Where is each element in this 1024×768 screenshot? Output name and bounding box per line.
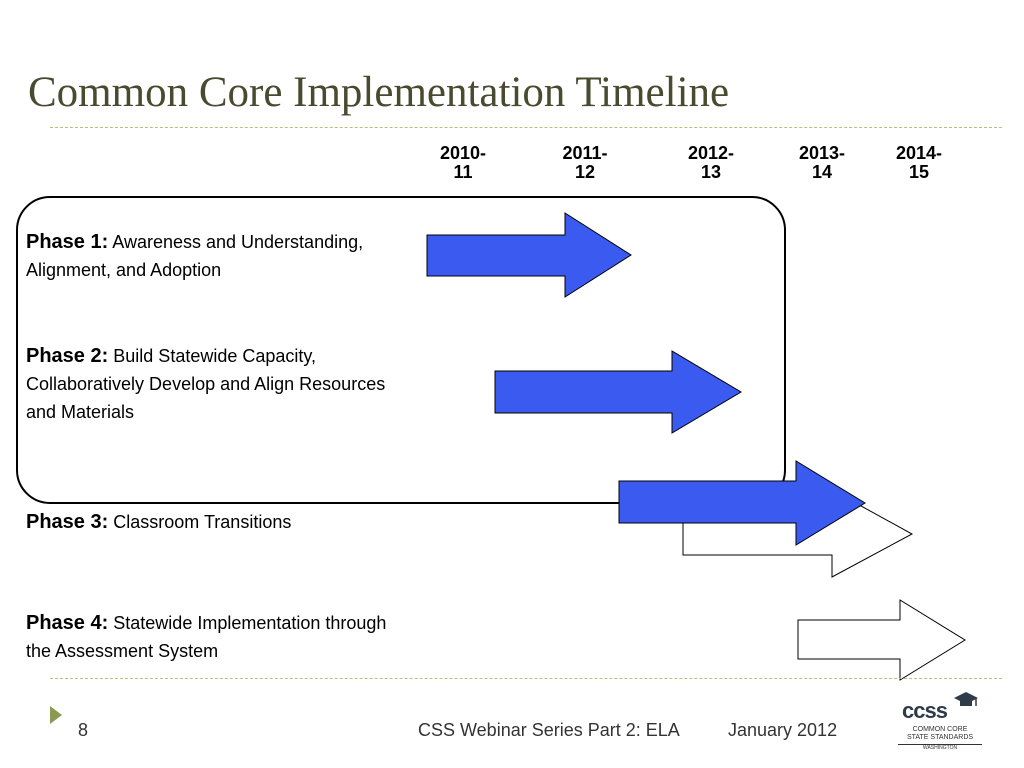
slide-number: 8	[78, 720, 89, 740]
year-line1: 2010-	[439, 143, 487, 163]
phase-4-description: Statewide Implementation through the Ass…	[26, 613, 387, 661]
phase-4-outline-arrow	[797, 599, 966, 681]
phase-3-text: Phase 3: Classroom Transitions	[26, 508, 416, 536]
phase-2-arrow	[494, 350, 742, 434]
phase-2-text: Phase 2: Build Statewide Capacity, Colla…	[26, 342, 416, 426]
year-2011-12: 2011- 12	[545, 144, 625, 182]
year-2012-13: 2012- 13	[671, 144, 751, 182]
logo-line3: WASHINGTON	[898, 744, 982, 751]
year-line2: 14	[811, 162, 833, 182]
year-2010-11: 2010- 11	[423, 144, 503, 182]
year-2013-14: 2013- 14	[782, 144, 862, 182]
phase-3-arrow	[618, 460, 866, 546]
year-line2: 12	[574, 162, 596, 182]
year-line2: 11	[453, 162, 473, 182]
year-line1: 2014-	[895, 143, 943, 163]
slide-bullet-icon	[50, 706, 62, 724]
slide-title: Common Core Implementation Timeline	[28, 69, 730, 116]
footer-series: CSS Webinar Series Part 2: ELA	[418, 720, 680, 740]
phase-1-label: Phase 1:	[26, 231, 109, 253]
logo-line1: COMMON CORE	[912, 726, 968, 733]
logo-subtitle: COMMON CORE STATE STANDARDS	[898, 726, 982, 742]
logo-word: ccss	[902, 698, 948, 723]
phase-2-description: Build Statewide Capacity, Collaborativel…	[26, 346, 386, 422]
phase-3-description: Classroom Transitions	[113, 512, 292, 532]
phase-1-arrow	[426, 212, 632, 298]
footer-divider	[50, 678, 1002, 679]
phase-4-label: Phase 4:	[26, 612, 109, 634]
graduation-cap-icon	[954, 692, 978, 706]
phase-1-2-group-box	[16, 196, 786, 504]
phase-1-text: Phase 1: Awareness and Understanding, Al…	[26, 228, 416, 284]
phase-1-description: Awareness and Understanding, Alignment, …	[26, 232, 364, 280]
phase-4-text: Phase 4: Statewide Implementation throug…	[26, 609, 416, 665]
footer-date: January 2012	[728, 720, 838, 740]
logo-line2: STATE STANDARDS	[906, 734, 974, 741]
title-divider	[50, 127, 1002, 128]
year-line2: 13	[700, 162, 722, 182]
year-line2: 15	[908, 162, 930, 182]
year-2014-15: 2014- 15	[879, 144, 959, 182]
year-line1: 2012-	[687, 143, 735, 163]
year-line1: 2011-	[562, 143, 608, 163]
phase-2-label: Phase 2:	[26, 345, 109, 367]
ccss-logo: ccss COMMON CORE STATE STANDARDS WASHING…	[896, 690, 986, 752]
year-line1: 2013-	[798, 143, 846, 163]
phase-3-label: Phase 3:	[26, 511, 109, 533]
